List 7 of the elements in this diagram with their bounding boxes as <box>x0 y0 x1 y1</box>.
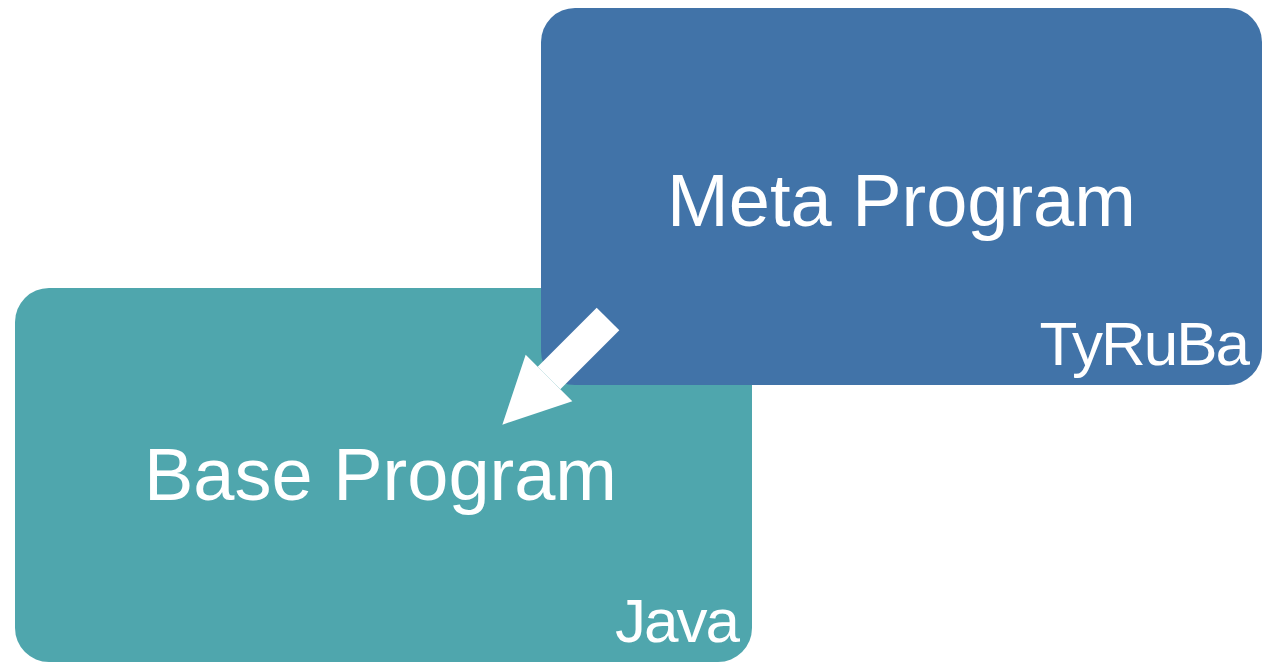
language-label: Java <box>615 585 738 656</box>
rounded-box <box>541 8 1262 385</box>
rounded-box <box>15 288 752 662</box>
language-label: TyRuBa <box>1039 308 1248 379</box>
arrow <box>502 307 620 425</box>
box-title: Meta Program <box>667 158 1136 243</box>
box-title: Base Program <box>144 432 617 517</box>
